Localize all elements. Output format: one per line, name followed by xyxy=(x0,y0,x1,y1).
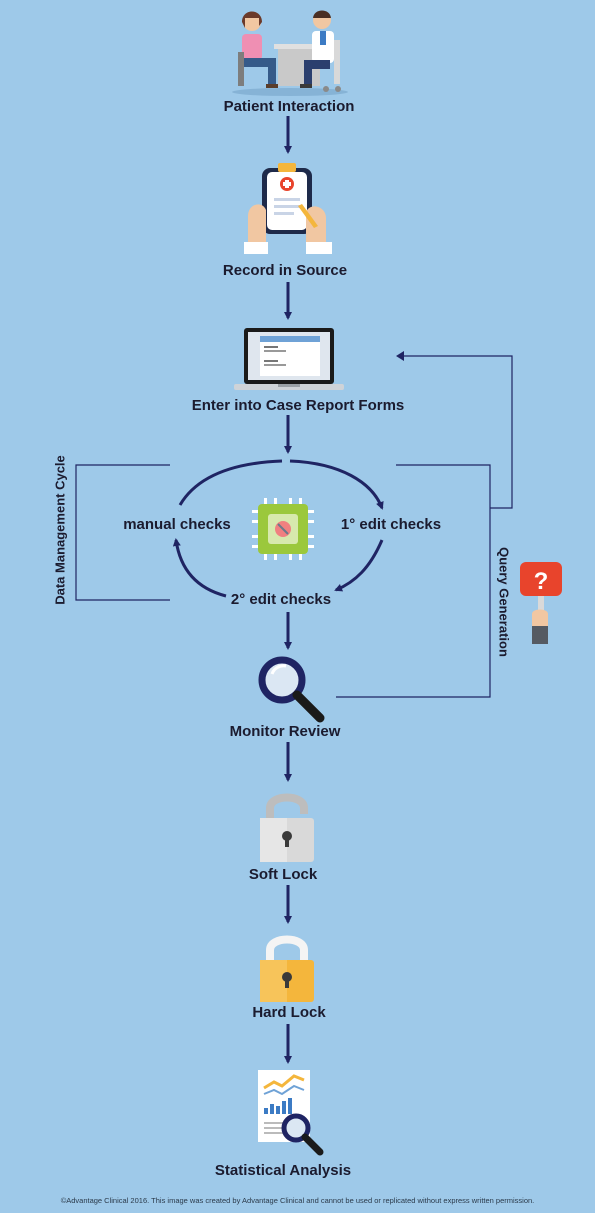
cycle-arc-bottom-left xyxy=(172,538,227,598)
cycle-arc-top-left xyxy=(178,459,283,506)
label-statistical-analysis: Statistical Analysis xyxy=(214,1162,352,1179)
label-record-in-source: Record in Source xyxy=(222,262,348,279)
laptop-icon xyxy=(234,328,344,390)
cycle-bracket xyxy=(75,464,170,601)
label-primary-edit-checks: 1° edit checks xyxy=(340,516,442,533)
report-chart-icon xyxy=(258,1070,324,1156)
hard-lock-icon xyxy=(260,935,314,1002)
patient-doctor-icon xyxy=(232,10,348,96)
copyright-footer: ©Advantage Clinical 2016. This image was… xyxy=(60,1196,535,1205)
label-data-management-cycle: Data Management Cycle xyxy=(52,455,68,605)
label-query-generation: Query Generation xyxy=(496,547,512,657)
label-patient-interaction: Patient Interaction xyxy=(223,98,355,115)
label-soft-lock: Soft Lock xyxy=(248,866,318,883)
processor-chip-icon xyxy=(252,498,314,560)
cycle-arc-top-right xyxy=(289,459,384,510)
label-hard-lock: Hard Lock xyxy=(252,1004,326,1021)
label-enter-crf: Enter into Case Report Forms xyxy=(191,397,405,414)
soft-lock-icon xyxy=(260,793,314,862)
query-bracket xyxy=(336,464,491,698)
clipboard-icon xyxy=(244,163,332,254)
label-manual-checks: manual checks xyxy=(123,516,231,533)
label-monitor-review: Monitor Review xyxy=(229,723,341,740)
label-secondary-edit-checks: 2° edit checks xyxy=(230,591,332,608)
query-return-line xyxy=(400,355,513,509)
query-card-icon: ? xyxy=(520,562,562,644)
question-mark-icon: ? xyxy=(534,568,549,595)
magnifier-icon xyxy=(258,656,325,723)
cycle-arc-bottom-right xyxy=(334,539,384,592)
